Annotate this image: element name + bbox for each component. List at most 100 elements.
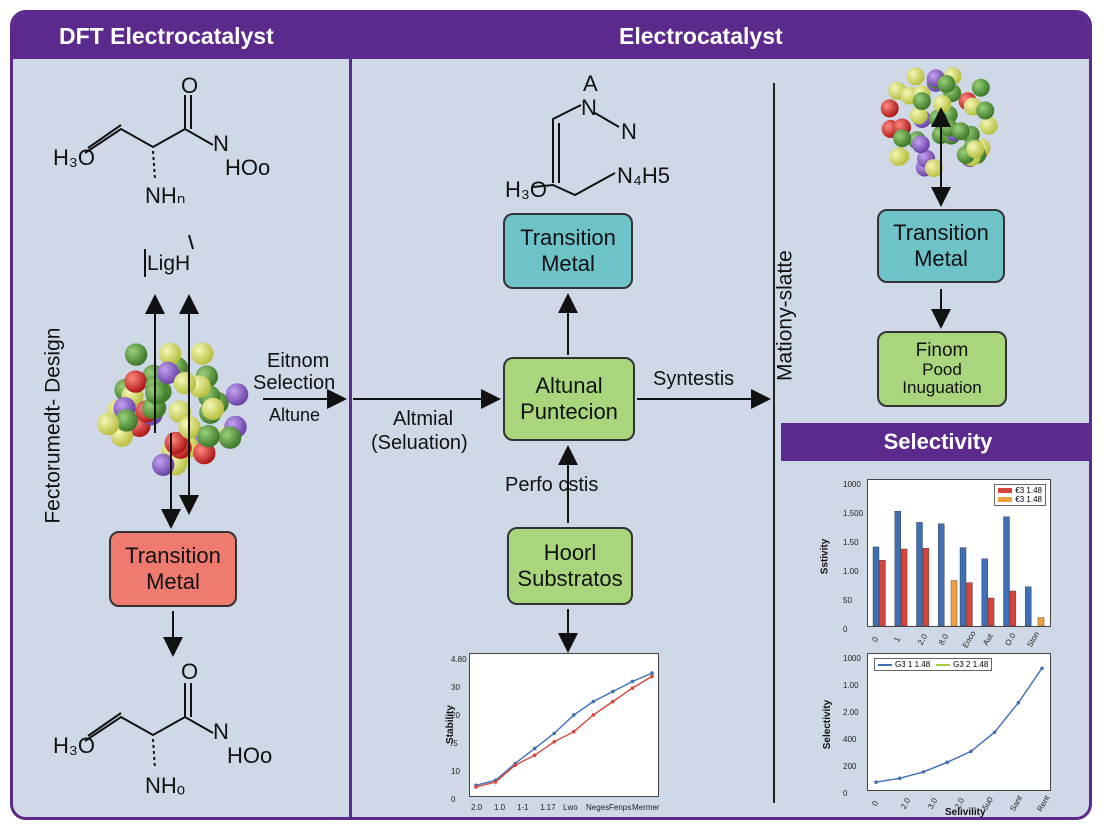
ligand-label: LigH — [147, 252, 191, 275]
header-bar: DFT Electrocatalyst Electrocatalyst — [13, 13, 1089, 59]
bar-y-tick: 1.00 — [843, 567, 859, 576]
ligand-bracket — [144, 234, 194, 277]
bar-y-tick: 1.500 — [843, 509, 864, 518]
bar-y-tick: 0 — [843, 625, 848, 634]
bar-plot-area: €3 1.48 €3 1.48 — [867, 479, 1051, 627]
stability-point — [591, 713, 596, 717]
center-bottom-box-line-2: Substratos — [517, 566, 623, 591]
line-plot-svg — [874, 666, 1044, 784]
stability-point — [591, 699, 596, 704]
line-y-tick: 1000 — [843, 654, 861, 663]
atom — [951, 122, 970, 141]
bar — [872, 546, 880, 627]
right-bottom-box-line-1: Finom — [915, 340, 969, 362]
atom — [893, 129, 912, 148]
stability-x-tick: 1.0 — [494, 803, 506, 812]
atom — [124, 370, 147, 393]
stability-point — [513, 763, 517, 767]
stability-x-tick: 1.17 — [540, 803, 556, 812]
stability-series-2 — [475, 675, 653, 788]
left-box-line-2: Metal — [146, 569, 200, 594]
line-chart-xlabel: Selivility — [945, 807, 986, 818]
atom — [193, 441, 216, 465]
stability-y-tick: 0 — [451, 795, 456, 804]
stability-x-tick: Fenps — [609, 803, 632, 812]
center-header-title: Electrocatalyst — [619, 23, 783, 49]
atom — [889, 148, 908, 166]
selectivity-point — [945, 760, 949, 765]
atom — [191, 342, 214, 365]
bar-y-tick: 50 — [843, 596, 852, 605]
stability-y-tick: 4.80 — [451, 655, 467, 664]
atom — [933, 95, 952, 113]
center-mid-box-line-2: Puntecion — [520, 399, 618, 424]
selectivity-point — [969, 749, 973, 754]
stability-point — [630, 686, 635, 690]
bar — [950, 580, 958, 627]
center-molecule-n4h5: N₄H5 — [617, 163, 670, 188]
left-arrows — [145, 294, 501, 657]
atom — [924, 159, 943, 178]
right-transition-metal-box: Transition Metal — [877, 209, 1005, 283]
bottom-molecule-h3o: H₃O — [53, 733, 95, 758]
center-molecule-n1: N — [581, 95, 597, 120]
line-y-tick: 200 — [843, 762, 857, 771]
stability-point — [493, 780, 498, 784]
right-top-box-line-2: Metal — [914, 246, 968, 271]
line-y-tick: 400 — [843, 735, 857, 744]
selectivity-point — [1016, 701, 1021, 705]
bottom-molecule-o: O — [181, 659, 199, 684]
bar-legend-entry-1: €3 1.48 — [998, 486, 1042, 495]
stability-point — [611, 689, 615, 694]
bar-x-tick: 2.0 — [915, 632, 929, 647]
atom — [909, 106, 928, 125]
right-nanoparticle — [880, 67, 998, 178]
left-bottom-molecule-bonds — [84, 683, 214, 770]
bar — [959, 547, 967, 627]
stability-point — [571, 713, 576, 717]
stability-y-tick: 10 — [451, 767, 460, 776]
line-chart-ylabel: Selectivity — [822, 699, 834, 750]
atom — [911, 135, 930, 154]
bar — [894, 511, 901, 627]
atom — [906, 67, 925, 86]
bar — [922, 548, 930, 627]
center-arrows — [558, 293, 771, 653]
right-bottom-box: Finom Pood Inuguation — [877, 331, 1007, 407]
side-label-3: Altune — [269, 405, 321, 425]
center-right-label: Syntestis — [653, 368, 735, 390]
atom — [115, 409, 138, 432]
left-transition-metal-box: Transition Metal — [109, 531, 237, 607]
center-molecule-bonds — [532, 104, 620, 197]
right-panel-divider — [773, 83, 775, 803]
center-bottom-box: Hoorl Substratos — [507, 527, 633, 605]
stability-point — [474, 785, 478, 789]
stability-point — [630, 679, 635, 684]
line-x-tick: 0 — [870, 799, 881, 808]
center-top-box-line-2: Metal — [541, 251, 595, 276]
atom — [201, 397, 225, 420]
line-legend-entry-1: G3 1 1.48 — [878, 660, 930, 669]
atom — [976, 101, 995, 120]
diagram-overlay — [84, 67, 998, 770]
atom — [971, 78, 990, 97]
selectivity-header: Selectivity — [781, 423, 1089, 461]
center-molecule-h3o: H₃O — [505, 177, 547, 202]
center-mid-box: Altunal Puntecion — [503, 357, 635, 441]
left-top-molecule-bonds — [84, 95, 214, 180]
center-bottom-box-line-1: Hoorl — [543, 539, 597, 565]
line-x-tick: 3.0 — [925, 796, 940, 811]
atom — [145, 382, 168, 405]
bar-x-tick: 1 — [891, 635, 902, 644]
line-x-tick: 2.0 — [898, 796, 913, 811]
bar-y-tick: 1.50 — [843, 538, 859, 547]
stability-point — [571, 729, 576, 734]
bar — [938, 523, 945, 627]
side-label-2: Selection — [253, 372, 336, 394]
atom — [979, 116, 998, 135]
atom — [937, 74, 956, 93]
diagram-frame: DFT Electrocatalyst Electrocatalyst Fect… — [10, 10, 1092, 820]
top-molecule-h3o: H₃O — [53, 145, 95, 170]
